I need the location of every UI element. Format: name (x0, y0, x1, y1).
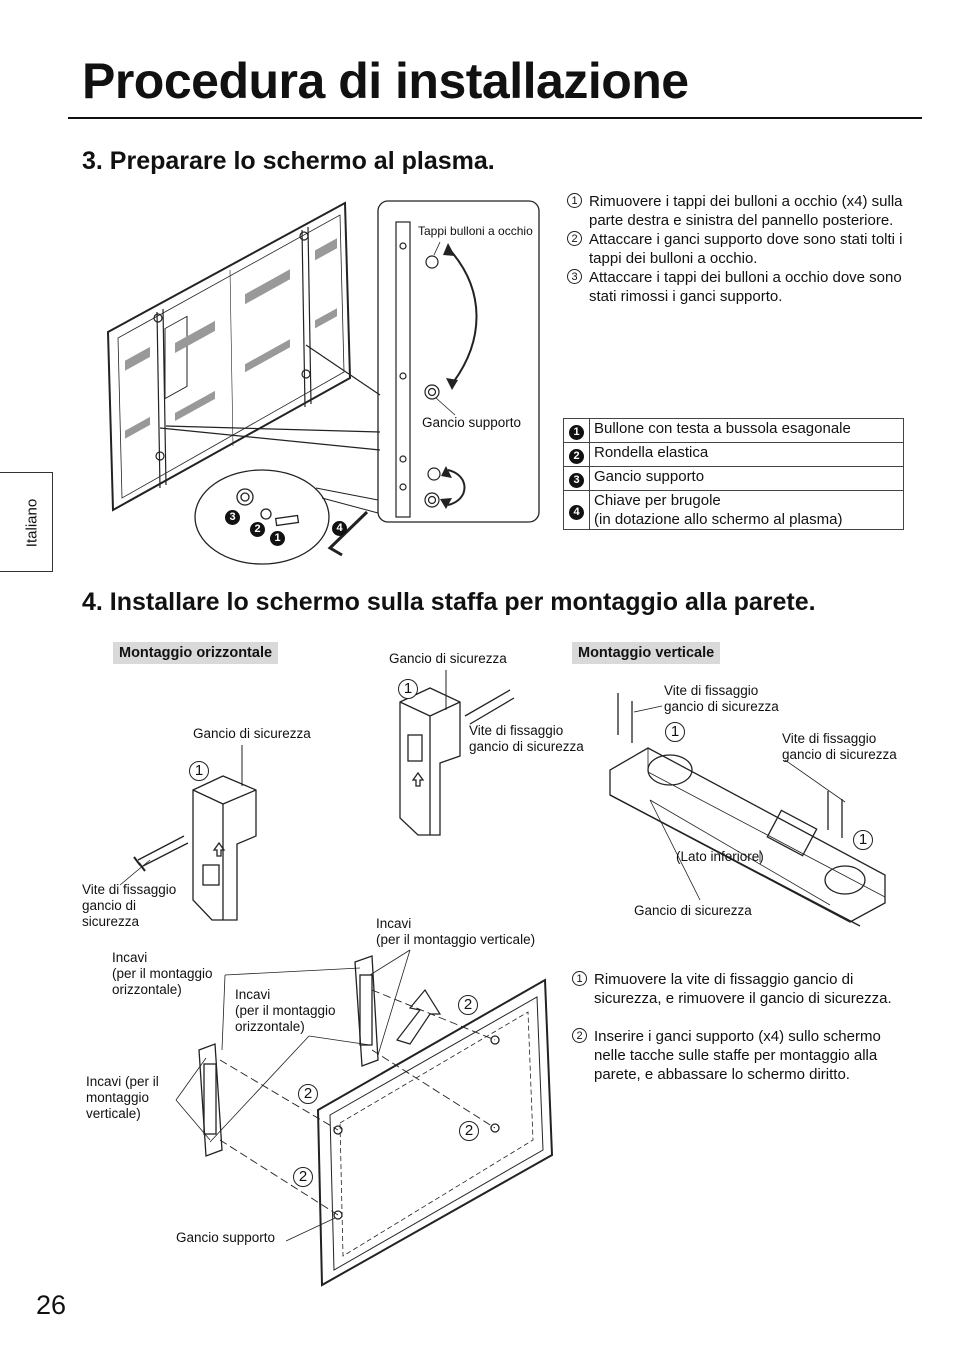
slots-label: Incavi (per il montaggio orizzontale) (112, 950, 213, 998)
page-title: Procedura di installazione (82, 53, 689, 109)
callout-2: 2 (298, 1084, 318, 1104)
slots-label-line: Incavi (235, 987, 271, 1002)
callout-1: 1 (665, 722, 685, 742)
step-item: 2 Attaccare i ganci supporto dove sono s… (564, 230, 904, 268)
callout-1: 1 (398, 679, 418, 699)
screw-label-line: sicurezza (82, 914, 140, 929)
callout-1: 1 (189, 761, 209, 781)
step-item: 1 Rimuovere la vite di fissaggio gancio … (569, 970, 909, 1008)
caps-label: Tappi bulloni a occhio (418, 224, 533, 238)
screw-label: Vite di fissaggio gancio di sicurezza (782, 731, 897, 763)
slots-label-line: orizzontale) (112, 982, 182, 997)
section-4-steps: 1 Rimuovere la vite di fissaggio gancio … (569, 970, 909, 1084)
screw-label-line: Vite di fissaggio (782, 731, 877, 746)
part-number: 3 (569, 473, 584, 488)
callout-2: 2 (459, 1121, 479, 1141)
slots-label-line: (per il montaggio verticale) (376, 932, 536, 947)
table-row: 1 Bullone con testa a bussola esagonale (563, 418, 904, 443)
callout-1: 1 (853, 830, 873, 850)
bracket-label: Gancio supporto (422, 415, 522, 430)
slots-label-line: Incavi (per il (86, 1074, 159, 1089)
section-3-steps: 1 Rimuovere i tappi dei bulloni a occhio… (564, 192, 904, 306)
part-name-line2: (in dotazione allo schermo al plasma) (594, 511, 843, 528)
support-hook-label: Gancio supporto (176, 1230, 276, 1245)
step-item: 1 Rimuovere i tappi dei bulloni a occhio… (564, 192, 904, 230)
step-number: 2 (567, 231, 582, 246)
step-number: 3 (567, 269, 582, 284)
screw-label-line: gancio di sicurezza (469, 739, 584, 754)
step-text: Attaccare i ganci supporto dove sono sta… (589, 231, 903, 267)
screw-label: Vite di fissaggio gancio di sicurezza (469, 723, 584, 755)
step-number: 2 (572, 1028, 587, 1043)
step-number: 1 (567, 193, 582, 208)
marker-3: 3 (225, 510, 240, 525)
part-name: Chiave per brugole (in dotazione allo sc… (589, 490, 904, 530)
lower-side-label: (Lato inferiore) (676, 849, 764, 864)
table-row: 4 Chiave per brugole (in dotazione allo … (563, 490, 904, 530)
slots-label: Incavi (per il montaggio orizzontale) (235, 987, 336, 1035)
tag-vertical: Montaggio verticale (572, 642, 721, 664)
screw-label-line: gancio di sicurezza (664, 699, 779, 714)
safety-hook-label: Gancio di sicurezza (634, 903, 752, 918)
step-item: 2 Inserire i ganci supporto (x4) sullo s… (569, 1027, 909, 1084)
screw-label-line: Vite di fissaggio (82, 882, 177, 897)
part-number: 4 (569, 504, 584, 520)
marker-1: 1 (270, 531, 285, 546)
step-text: Inserire i ganci supporto (x4) sullo sch… (594, 1028, 881, 1083)
table-row: 2 Rondella elastica (563, 442, 904, 467)
part-name: Bullone con testa a bussola esagonale (589, 418, 904, 443)
step-text: Attaccare i tappi dei bulloni a occhio d… (589, 269, 902, 305)
slots-label-line: (per il montaggio (112, 966, 213, 981)
screw-label-line: gancio di sicurezza (782, 747, 897, 762)
slots-label-line: orizzontale) (235, 1019, 305, 1034)
callout-2: 2 (458, 995, 478, 1015)
safety-hook-label: Gancio di sicurezza (389, 651, 507, 666)
slots-label-line: Incavi (112, 950, 148, 965)
marker-4: 4 (332, 521, 347, 536)
parts-table: 1 Bullone con testa a bussola esagonale … (563, 418, 904, 530)
part-number: 1 (569, 425, 584, 440)
tag-horizontal: Montaggio orizzontale (113, 642, 279, 664)
safety-hook-label: Gancio di sicurezza (193, 726, 311, 741)
screw-label-line: Vite di fissaggio (469, 723, 564, 738)
step-text: Rimuovere la vite di fissaggio gancio di… (594, 971, 892, 1007)
screw-label-line: gancio di (82, 898, 137, 913)
part-name: Rondella elastica (589, 442, 904, 467)
screw-label: Vite di fissaggio gancio di sicurezza (664, 683, 779, 715)
slots-label: Incavi (per il montaggio verticale) (376, 916, 535, 948)
slots-label-line: verticale) (86, 1106, 141, 1121)
part-name-line1: Chiave per brugole (594, 492, 721, 509)
marker-2: 2 (250, 522, 265, 537)
step-item: 3 Attaccare i tappi dei bulloni a occhio… (564, 268, 904, 306)
part-name: Gancio supporto (589, 466, 904, 491)
slots-label-line: montaggio (86, 1090, 150, 1105)
section-3-heading: 3. Preparare lo schermo al plasma. (82, 147, 495, 175)
language-tab: Italiano (0, 472, 53, 572)
title-divider (68, 117, 922, 119)
screw-label-line: Vite di fissaggio (664, 683, 759, 698)
slots-label: Incavi (per il montaggio verticale) (86, 1074, 159, 1122)
section-4-heading: 4. Installare lo schermo sulla staffa pe… (82, 588, 816, 616)
slots-label-line: (per il montaggio (235, 1003, 336, 1018)
step-number: 1 (572, 971, 587, 986)
callout-2: 2 (293, 1167, 313, 1187)
step-text: Rimuovere i tappi dei bulloni a occhio (… (589, 193, 903, 229)
page-number: 26 (36, 1290, 67, 1320)
slots-label-line: Incavi (376, 916, 412, 931)
part-number: 2 (569, 449, 584, 464)
screw-label: Vite di fissaggio gancio di sicurezza (82, 882, 176, 930)
